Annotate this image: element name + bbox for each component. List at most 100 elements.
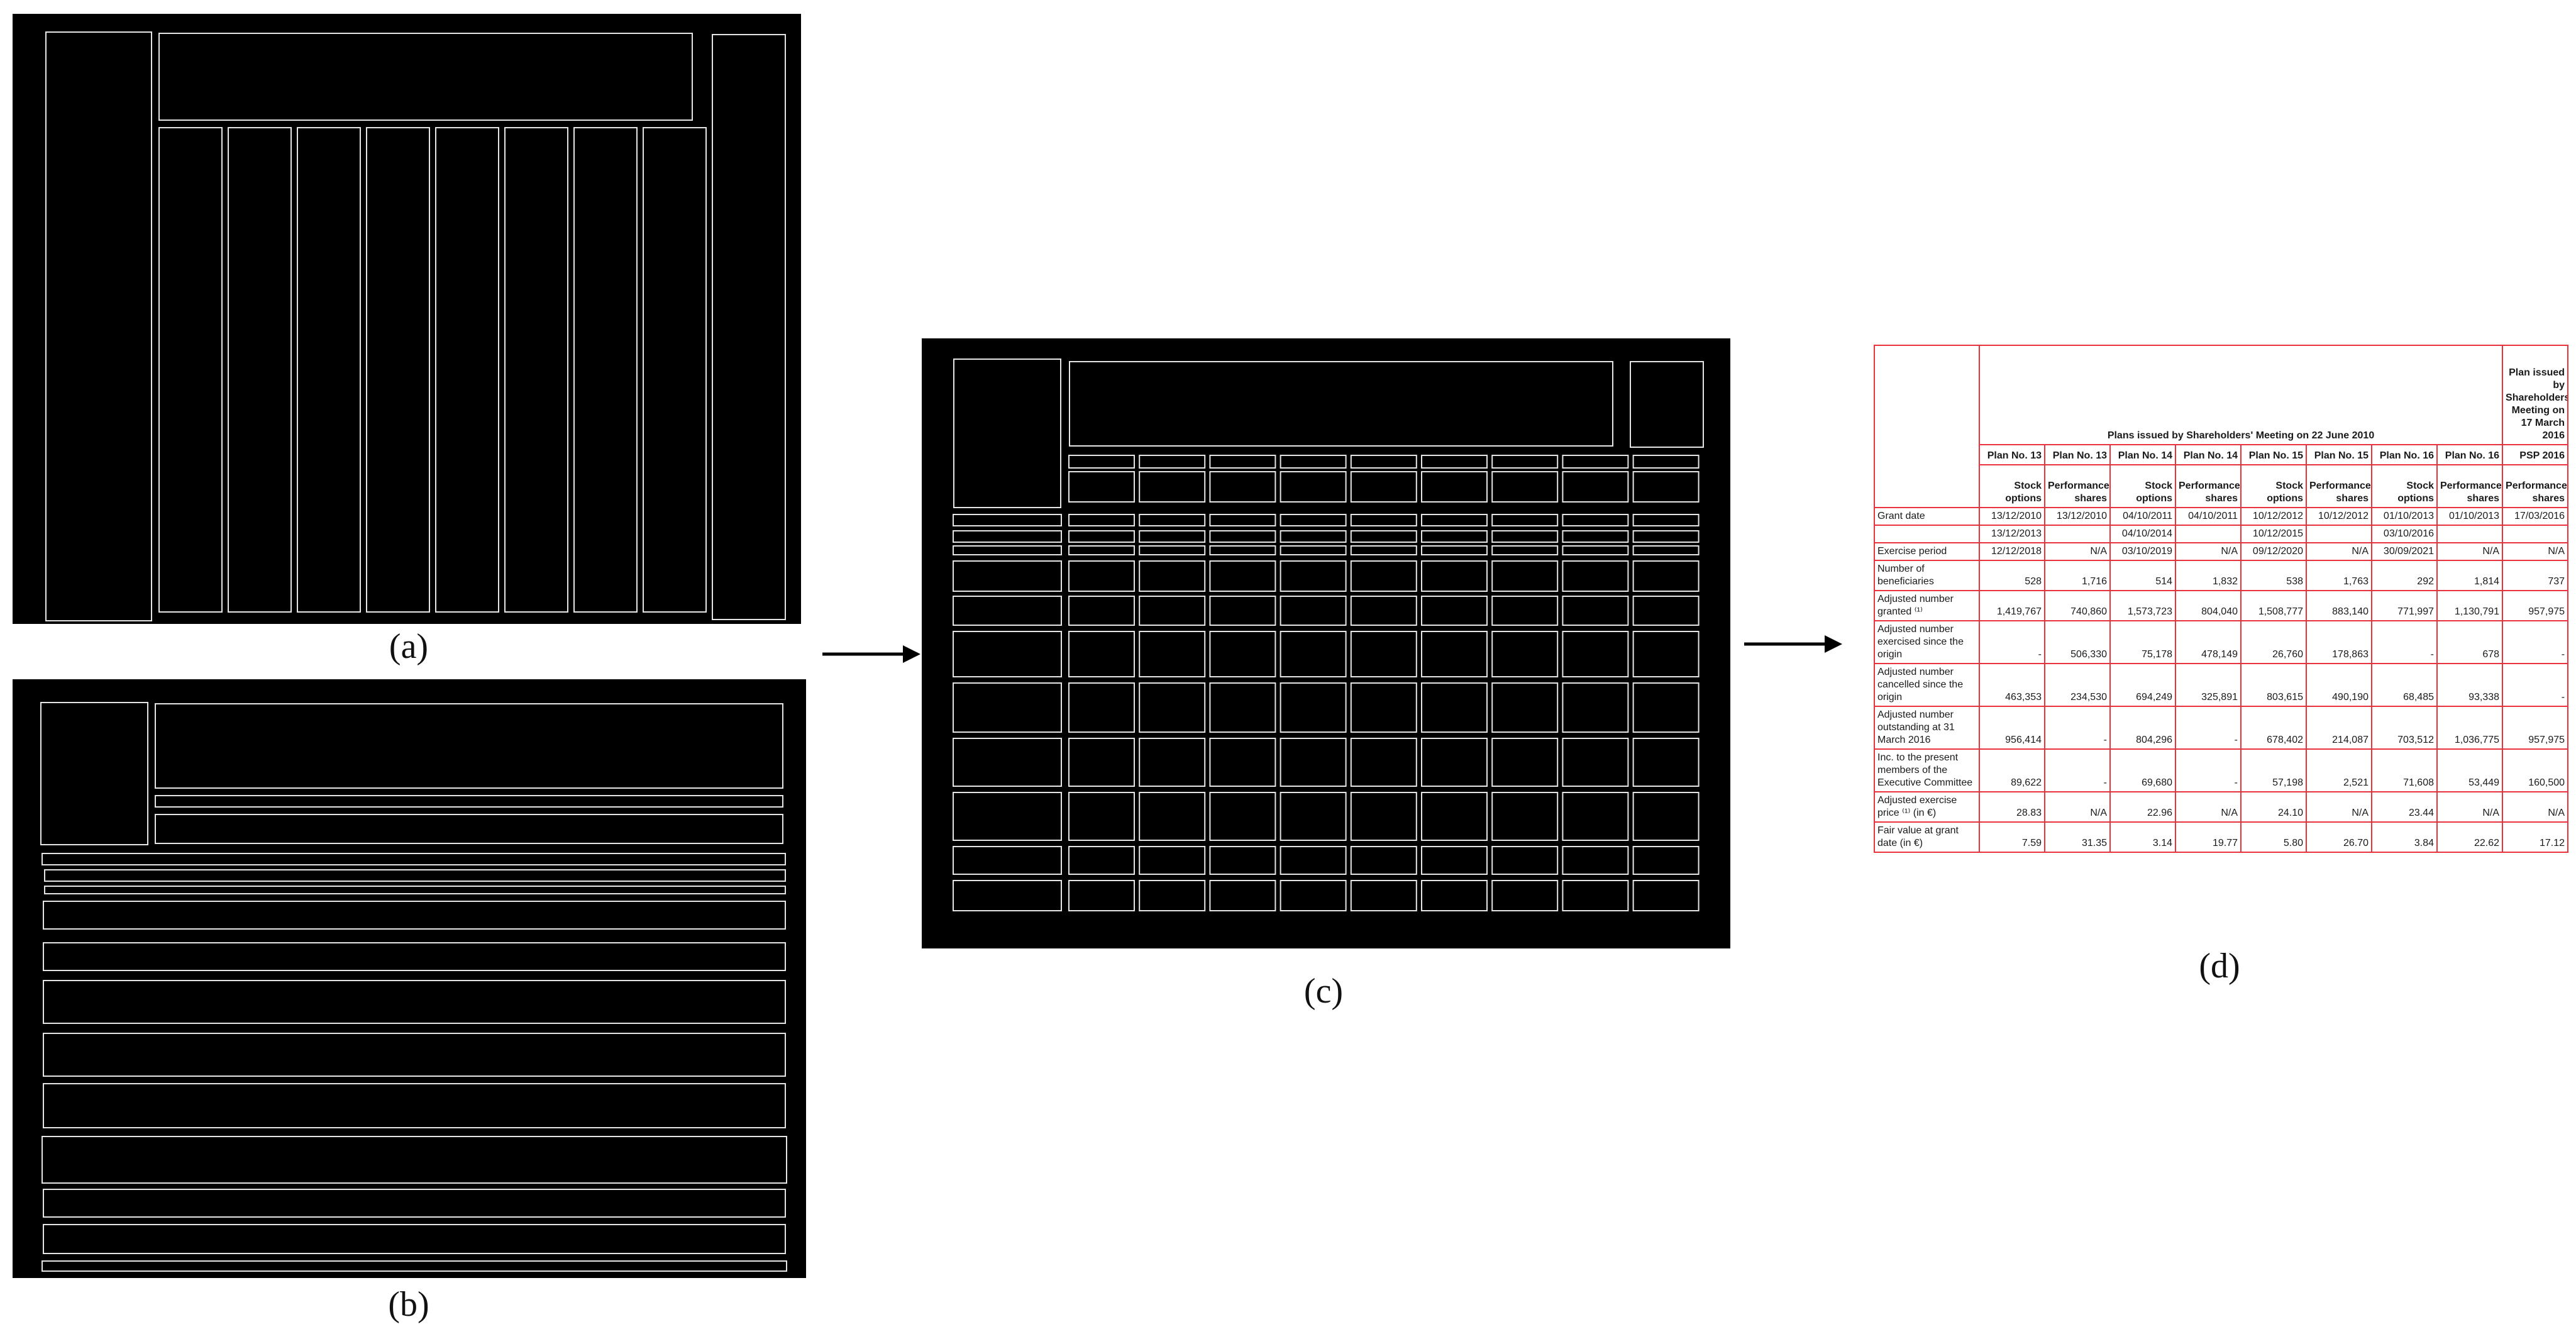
table-cell: 737: [2502, 560, 2569, 591]
box-a-col-3: [297, 127, 361, 613]
grid-c-cell: [1350, 596, 1417, 626]
box-b-row-7: [43, 1033, 786, 1077]
table-cell: 1,716: [2044, 560, 2111, 591]
table-cell: 214,087: [2306, 706, 2372, 750]
type-header-cell: Performance shares: [2436, 464, 2504, 508]
table-cell: 13/12/2013: [1979, 525, 2045, 543]
psp-header: Plan issued by Shareholders' Meeting on …: [2502, 345, 2569, 445]
grid-c-cell: [1280, 880, 1347, 911]
grid-c-cell: [1562, 530, 1629, 543]
grid-c-cell: [1350, 792, 1417, 841]
type-header-cell: Performance shares: [2175, 464, 2242, 508]
grid-c-cell: [1209, 530, 1276, 543]
row-label: Adjusted number granted ⁽¹⁾: [1874, 590, 1980, 621]
box-b-row-11: [43, 1224, 786, 1254]
grid-c-header-cell: [1068, 471, 1135, 503]
table-cell: 69,680: [2109, 748, 2176, 792]
grid-c-cell: [1280, 846, 1347, 875]
grid-c-label-cell: [953, 682, 1062, 733]
grid-c-cell: [1068, 596, 1135, 626]
grid-c-cell: [1139, 514, 1206, 526]
table-cell: 1,508,777: [2240, 590, 2307, 621]
arrow-right-icon-2: [1744, 635, 1842, 653]
table-cell: N/A: [2502, 542, 2569, 561]
grid-c-cell: [1632, 596, 1700, 626]
table-cell: N/A: [2436, 791, 2504, 823]
panel-b: [13, 679, 806, 1278]
row-label: Adjusted number exercised since the orig…: [1874, 620, 1980, 664]
grid-c-cell: [1632, 560, 1700, 592]
table-cell: 12/12/2018: [1979, 542, 2045, 561]
grid-c-cell: [1562, 846, 1629, 875]
grid-c-cell: [1562, 792, 1629, 841]
grid-c-header-cell: [1632, 455, 1700, 469]
table-cell: N/A: [2436, 542, 2504, 561]
grid-c-label-cell: [953, 545, 1062, 555]
grid-c-cell: [1280, 792, 1347, 841]
grid-c-cell: [1421, 545, 1488, 555]
table-row: Adjusted number outstanding at 31 March …: [1874, 706, 2569, 750]
row-label: Adjusted number outstanding at 31 March …: [1874, 706, 1980, 750]
grid-c-cell: [1350, 631, 1417, 677]
grid-c-cell: [1209, 792, 1276, 841]
grid-c-cell: [1562, 738, 1629, 787]
grid-c-cell: [1139, 846, 1206, 875]
table-cell: 04/10/2014: [2109, 525, 2176, 543]
table-cell: 3.84: [2371, 821, 2438, 853]
grid-c-cell: [1562, 545, 1629, 555]
grid-c-header-cell: [1209, 455, 1276, 469]
row-label: Inc. to the present members of the Execu…: [1874, 748, 1980, 792]
grid-c-label-cell: [953, 880, 1062, 911]
table-cell: [2044, 525, 2111, 543]
arrow-right-icon: [822, 645, 920, 663]
grid-c-cell: [1562, 682, 1629, 733]
table-cell: 160,500: [2502, 748, 2569, 792]
table-cell: 75,178: [2109, 620, 2176, 664]
table-cell: -: [2502, 663, 2569, 707]
grid-c-cell: [1139, 631, 1206, 677]
table-cell: 93,338: [2436, 663, 2504, 707]
grid-c-label-cell: [953, 596, 1062, 626]
grid-c-cell: [1350, 738, 1417, 787]
plan-header-cell: Plan No. 15: [2306, 444, 2372, 465]
table-cell: 1,419,767: [1979, 590, 2045, 621]
caption-d: (d): [2199, 947, 2240, 986]
grid-c-cell: [1632, 514, 1700, 526]
type-header-cell: Stock options: [2109, 464, 2176, 508]
table-cell: 13/12/2010: [1979, 507, 2045, 526]
grid-c-cell: [1632, 545, 1700, 555]
box-a-col-1: [158, 127, 223, 613]
grid-c-cell: [1632, 792, 1700, 841]
table-cell: 57,198: [2240, 748, 2307, 792]
grid-c-cell: [1562, 560, 1629, 592]
table-cell: 528: [1979, 560, 2045, 591]
grid-c-cell: [1491, 880, 1559, 911]
box-a-col-6: [504, 127, 568, 613]
table-cell: 17/03/2016: [2502, 507, 2569, 526]
row-label: Fair value at grant date (in €): [1874, 821, 1980, 853]
type-header-cell: Stock options: [2371, 464, 2438, 508]
row-label: [1874, 525, 1980, 543]
table-cell: -: [2371, 620, 2438, 664]
table-cell: 19.77: [2175, 821, 2242, 853]
grid-c-header-cell: [1562, 471, 1629, 503]
table-cell: N/A: [2044, 791, 2111, 823]
box-b-subheader-1: [155, 795, 783, 808]
box-b-row-2: [44, 869, 786, 882]
table-cell: N/A: [2502, 791, 2569, 823]
box-b-row-6: [43, 980, 786, 1024]
grid-c-cell: [1209, 560, 1276, 592]
grid-c-cell: [1209, 596, 1276, 626]
grid-c-cell: [1562, 880, 1629, 911]
grid-c-cell: [1562, 596, 1629, 626]
grid-c-cell: [1280, 530, 1347, 543]
grid-c-cell: [1209, 880, 1276, 911]
grid-c-label-cell: [953, 514, 1062, 526]
box-b-row-9: [41, 1136, 787, 1184]
row-label: Grant date: [1874, 507, 1980, 526]
table-cell: 804,040: [2175, 590, 2242, 621]
grid-c-cell: [1350, 682, 1417, 733]
row-label: Adjusted exercise price ⁽¹⁾ (in €): [1874, 791, 1980, 823]
